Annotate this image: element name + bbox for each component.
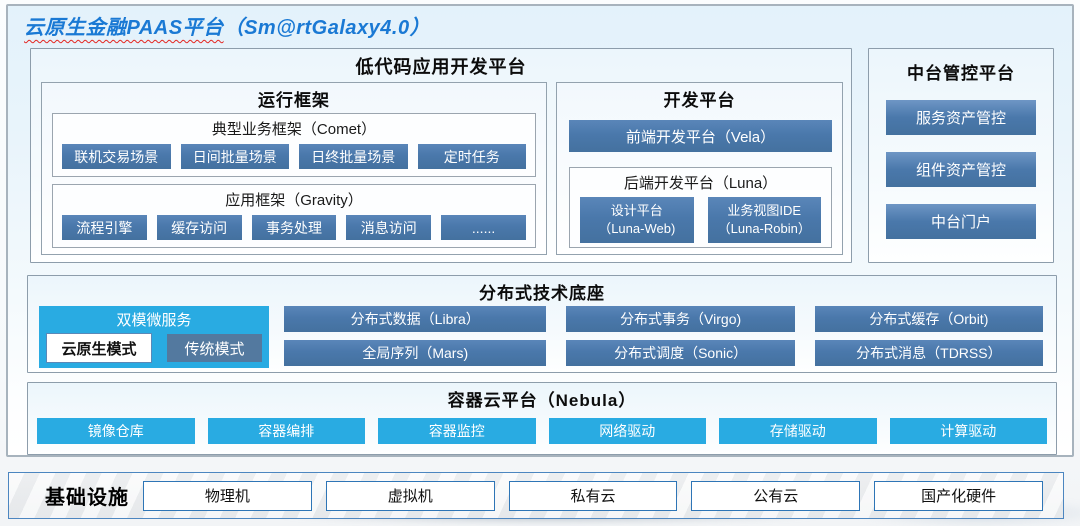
storage-driver-block: 存储驱动 xyxy=(719,418,877,444)
comet-blocks-row: 联机交易场景 日间批量场景 日终批量场景 定时任务 xyxy=(62,144,526,169)
orbit-cache-block: 分布式缓存（Orbit) xyxy=(814,306,1043,332)
transaction-processing-block: 事务处理 xyxy=(251,215,337,240)
luna-blocks-row: 设计平台 （Luna-Web) 业务视图IDE （Luna-Robin） xyxy=(580,197,821,243)
distributed-base-title: 分布式技术底座 xyxy=(479,284,605,303)
luna-backend-title: 后端开发平台（Luna） xyxy=(623,175,778,192)
virtual-machine-block: 虚拟机 xyxy=(325,480,495,511)
luna-web-block: 设计平台 （Luna-Web) xyxy=(580,197,694,243)
cloud-native-mode-block: 云原生模式 xyxy=(46,333,152,363)
orchestration-block: 容器编排 xyxy=(207,418,365,444)
component-asset-block: 组件资产管控 xyxy=(886,152,1036,187)
virgo-transaction-block: 分布式事务（Virgo) xyxy=(566,306,795,332)
luna-backend-box: 后端开发平台（Luna） 设计平台 （Luna-Web) 业务视图IDE （Lu… xyxy=(569,167,832,248)
luna-robin-block: 业务视图IDE （Luna-Robin） xyxy=(707,197,821,243)
distributed-base-section: 分布式技术底座 双模微服务 云原生模式 传统模式 分布式数据（Libra） 分布… xyxy=(27,275,1057,373)
service-asset-block: 服务资产管控 xyxy=(886,100,1036,135)
distributed-blocks-grid: 分布式数据（Libra） 分布式事务（Virgo) 分布式缓存（Orbit) 全… xyxy=(284,306,1043,366)
dual-mode-row: 云原生模式 传统模式 xyxy=(39,333,269,363)
dev-platform-title: 开发平台 xyxy=(663,91,736,110)
gravity-blocks-row: 流程引擎 缓存访问 事务处理 消息访问 ...... xyxy=(62,215,526,240)
dual-mode-microservice-box: 双模微服务 云原生模式 传统模式 xyxy=(39,306,269,368)
cache-access-block: 缓存访问 xyxy=(156,215,242,240)
infrastructure-label: 基础设施 xyxy=(45,487,129,509)
libra-data-block: 分布式数据（Libra） xyxy=(284,306,547,332)
eod-batch-block: 日终批量场景 xyxy=(299,144,408,169)
luna-robin-code: （Luna-Robin） xyxy=(717,221,811,236)
gravity-framework-title: 应用框架（Gravity） xyxy=(225,192,363,209)
runtime-framework-title: 运行框架 xyxy=(258,91,330,110)
luna-web-label: 设计平台 xyxy=(610,203,663,219)
physical-machine-block: 物理机 xyxy=(143,480,312,511)
process-engine-block: 流程引擎 xyxy=(62,215,147,240)
container-cloud-section: 容器云平台（Nebula） 镜像仓库 容器编排 容器监控 网络驱动 存储驱动 计… xyxy=(27,382,1057,455)
infrastructure-items: 物理机 虚拟机 私有云 公有云 国产化硬件 xyxy=(143,480,1043,511)
network-driver-block: 网络驱动 xyxy=(548,418,706,444)
page-title: 云原生金融PAAS平台（Sm@rtGalaxy4.0） xyxy=(24,11,430,40)
vela-frontend-block: 前端开发平台（Vela） xyxy=(569,120,832,152)
container-cloud-title: 容器云平台（Nebula） xyxy=(447,391,637,410)
luna-robin-label: 业务视图IDE xyxy=(727,203,802,219)
compute-driver-block: 计算驱动 xyxy=(889,418,1047,444)
scheduled-task-block: 定时任务 xyxy=(417,144,526,169)
runtime-framework-panel: 运行框架 典型业务框架（Comet） 联机交易场景 日间批量场景 日终批量场景 … xyxy=(41,82,547,255)
lowcode-platform-title: 低代码应用开发平台 xyxy=(355,57,527,77)
public-cloud-block: 公有云 xyxy=(691,480,861,511)
mid-platform-blocks: 服务资产管控 组件资产管控 中台门户 xyxy=(869,100,1053,239)
title-main: 云原生金融PAAS平台 xyxy=(24,17,224,39)
comet-framework-box: 典型业务框架（Comet） 联机交易场景 日间批量场景 日终批量场景 定时任务 xyxy=(52,113,536,177)
dev-platform-panel: 开发平台 前端开发平台（Vela） 后端开发平台（Luna） 设计平台 （Lun… xyxy=(556,82,843,255)
image-repo-block: 镜像仓库 xyxy=(37,418,195,444)
title-version: （Sm@rtGalaxy4.0） xyxy=(223,17,431,39)
mid-platform-title: 中台管控平台 xyxy=(907,64,1015,83)
private-cloud-block: 私有云 xyxy=(508,480,678,511)
lowcode-platform-section: 低代码应用开发平台 运行框架 典型业务框架（Comet） 联机交易场景 日间批量… xyxy=(30,48,852,263)
message-access-block: 消息访问 xyxy=(346,215,432,240)
infrastructure-bar: 基础设施 物理机 虚拟机 私有云 公有云 国产化硬件 xyxy=(8,472,1064,519)
monitoring-block: 容器监控 xyxy=(378,418,536,444)
mid-platform-section: 中台管控平台 服务资产管控 组件资产管控 中台门户 xyxy=(868,48,1054,263)
container-cloud-blocks: 镜像仓库 容器编排 容器监控 网络驱动 存储驱动 计算驱动 xyxy=(37,418,1047,444)
dual-mode-title: 双模微服务 xyxy=(116,312,192,329)
mid-portal-block: 中台门户 xyxy=(886,204,1036,239)
mars-sequence-block: 全局序列（Mars) xyxy=(284,340,547,366)
comet-framework-title: 典型业务框架（Comet） xyxy=(211,121,377,138)
daytime-batch-block: 日间批量场景 xyxy=(180,144,289,169)
gravity-framework-box: 应用框架（Gravity） 流程引擎 缓存访问 事务处理 消息访问 ...... xyxy=(52,184,536,248)
domestic-hardware-block: 国产化硬件 xyxy=(874,480,1043,511)
sonic-scheduler-block: 分布式调度（Sonic） xyxy=(566,340,795,366)
online-trading-block: 联机交易场景 xyxy=(62,144,171,169)
luna-web-code: （Luna-Web) xyxy=(598,221,676,236)
traditional-mode-block: 传统模式 xyxy=(167,334,262,362)
more-block: ...... xyxy=(441,215,526,240)
tdrss-message-block: 分布式消息（TDRSS） xyxy=(814,340,1043,366)
